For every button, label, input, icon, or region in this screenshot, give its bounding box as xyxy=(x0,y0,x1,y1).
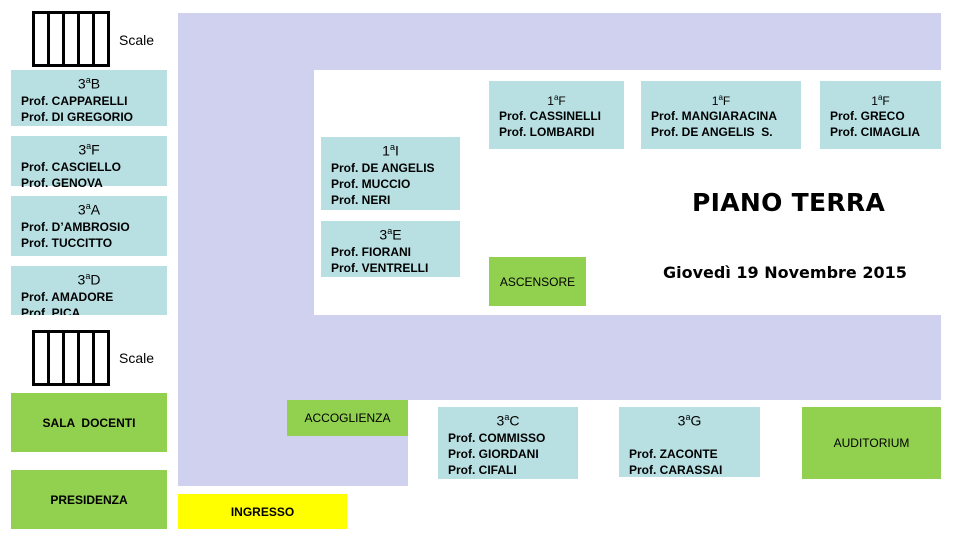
teacher-name: Prof. FIORANI xyxy=(331,244,411,259)
teacher-name: Prof. MUCCIO xyxy=(331,176,411,191)
teacher-name: Prof. DI GREGORIO xyxy=(21,109,134,124)
classroom-1f-3: 1aF Prof. GRECO Prof. CIMAGLIA xyxy=(820,81,941,149)
classroom-1f-1: 1aF Prof. CASSINELLI Prof. LOMBARDI xyxy=(489,81,624,149)
auditorium-room: AUDITORIUM xyxy=(802,407,941,479)
teacher-name: Prof. D’AMBROSIO xyxy=(21,219,130,234)
stairs-bottom-icon xyxy=(32,330,110,386)
class-label: 3aC xyxy=(496,412,520,429)
teacher-name xyxy=(629,430,750,446)
teacher-name: Prof. CASSINELLI xyxy=(499,109,602,123)
teacher-name: Prof. CIMAGLIA xyxy=(830,125,920,139)
teacher-name: Prof. COMMISSO xyxy=(448,430,546,445)
teacher-name: Prof. VENTRELLI xyxy=(331,260,429,275)
teacher-name: Prof. PICA xyxy=(21,305,81,315)
class-label: 1aF xyxy=(547,93,566,108)
teacher-name: Prof. CASCIELLO xyxy=(21,159,122,174)
class-label: 1aF xyxy=(871,93,890,108)
teacher-name: Prof. DE ANGELIS xyxy=(331,160,435,175)
page-title: PIANO TERRA xyxy=(692,188,886,217)
teacher-name: Prof. GRECO xyxy=(830,109,905,123)
teacher-name: Prof. ZACONTE xyxy=(629,446,718,461)
teacher-name: Prof. GENOVA xyxy=(21,175,103,190)
teacher-name: Prof. NERI xyxy=(331,192,391,207)
class-label: 1aF xyxy=(711,93,731,108)
teacher-name: Prof. AMADORE xyxy=(21,289,114,304)
ascensore-room: ASCENSORE xyxy=(489,257,586,306)
teacher-name: Prof. LOMBARDI xyxy=(499,125,595,139)
class-label: 1aI xyxy=(382,142,399,159)
stairs-top-label: Scale xyxy=(119,32,155,48)
class-label: 3aG xyxy=(677,412,702,429)
teacher-name: Prof. TUCCITTO xyxy=(21,235,113,250)
teacher-name: Prof. CARASSAI xyxy=(629,462,723,477)
class-label: 3aE xyxy=(379,226,402,243)
class-label: 3aD xyxy=(77,271,101,288)
classroom-1f-2: 1aF Prof. MANGIARACINA Prof. DE ANGELIS S… xyxy=(641,81,801,149)
accoglienza-room: ACCOGLIENZA xyxy=(287,400,408,436)
teacher-name: Prof. CIFALI xyxy=(448,462,517,477)
date-label: Giovedì 19 Novembre 2015 xyxy=(663,263,907,282)
stairs-top-icon xyxy=(32,11,110,67)
teacher-name: Prof. GIORDANI xyxy=(448,446,539,461)
ingresso-entrance: INGRESSO xyxy=(178,494,347,529)
sala-docenti-room: SALA DOCENTI xyxy=(11,393,167,452)
class-label: 3aF xyxy=(78,141,100,158)
teacher-name: Prof. MANGIARACINA xyxy=(651,109,777,123)
class-label: 3aA xyxy=(77,201,101,218)
presidenza-room: PRESIDENZA xyxy=(11,470,167,529)
stairs-bottom-label: Scale xyxy=(119,350,155,366)
class-label: 3aB xyxy=(77,75,101,92)
teacher-name: Prof. DE ANGELIS S. xyxy=(651,125,773,139)
teacher-name: Prof. CAPPARELLI xyxy=(21,93,128,108)
